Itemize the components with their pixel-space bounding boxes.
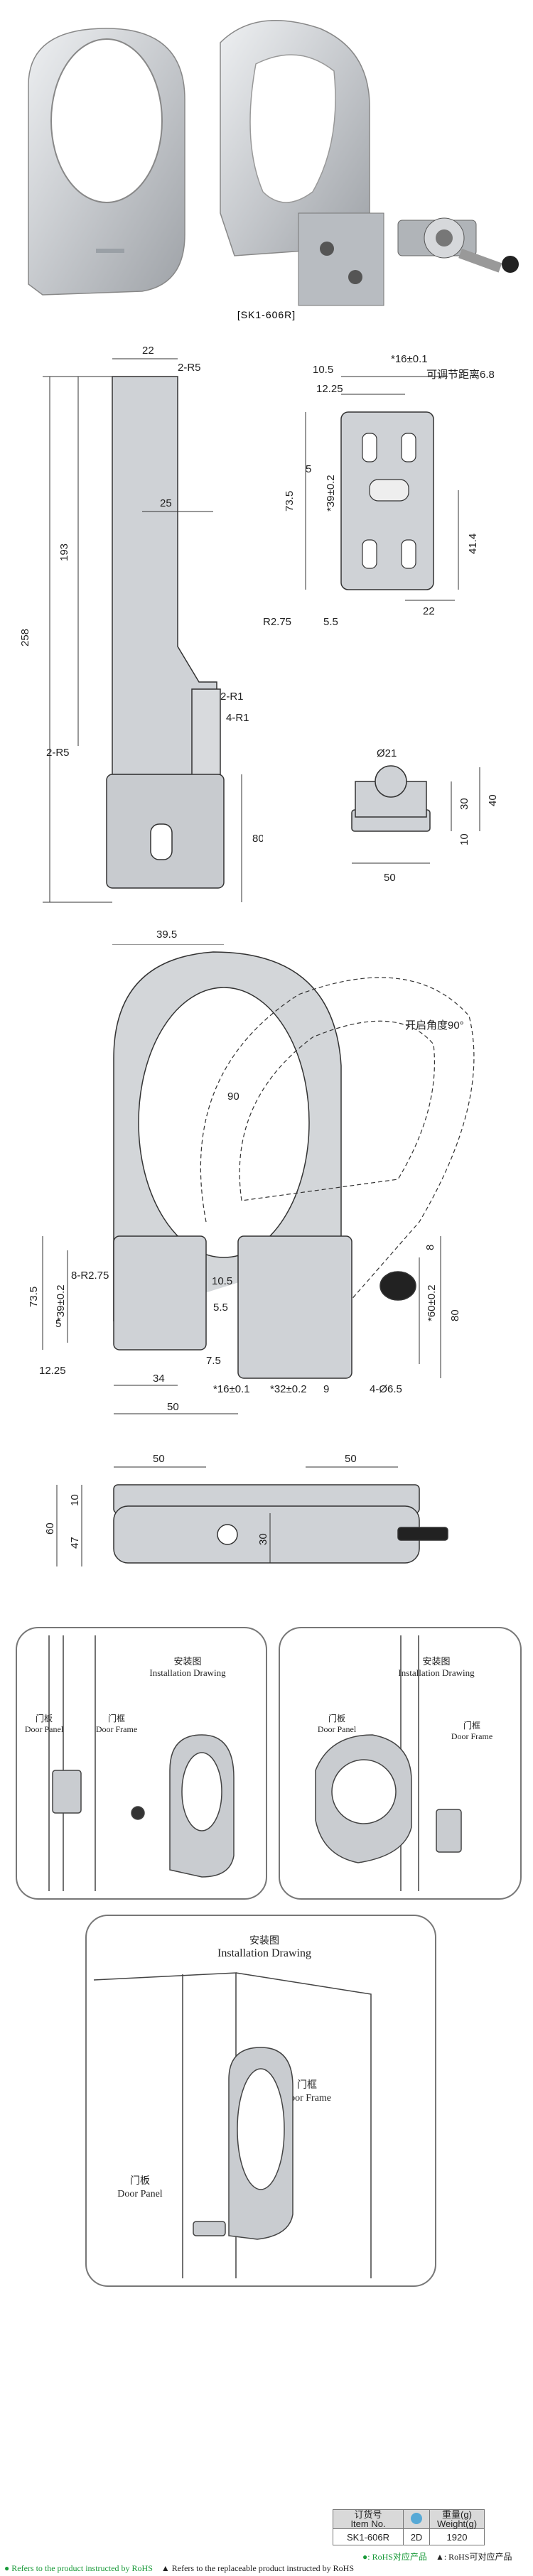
bottom-view-drawing: 50 50 10 60 47 30	[44, 1453, 448, 1566]
side-dim-8: 80	[252, 833, 263, 845]
rot-dim-10: 50	[167, 1401, 179, 1413]
rot-dim-17: 80	[449, 1309, 461, 1321]
rohs-replaceable-note: ▲ Refers to the replaceable product inst…	[161, 2563, 355, 2573]
mount-dim-4: 5	[306, 463, 311, 475]
mount-dim-1: *16±0.1	[391, 353, 428, 365]
rot-dim-12: *32±0.2	[270, 1383, 307, 1395]
rotation-drawing: 开启角度90° 90 73.5 *39±0.2 8-R2.75 5 12.25 …	[28, 951, 475, 1414]
lock-dim-2: 40	[487, 794, 499, 806]
lock-dim-4: 50	[384, 872, 396, 884]
install3-title-en: Installation Drawing	[217, 1947, 311, 1959]
bottom-dim-5: 30	[257, 1533, 269, 1545]
bottom-dim-1: 50	[345, 1453, 357, 1465]
side-dim-6: 4-R1	[226, 712, 249, 724]
rohs-note: ● Refers to the product instructed by Ro…	[4, 2563, 153, 2573]
install2-title-cn: 安装图	[422, 1656, 451, 1667]
mount-dim-10: 22	[423, 605, 435, 617]
rot-dim-2: *39±0.2	[55, 1284, 67, 1321]
install-title-en: Installation Drawing	[149, 1667, 226, 1678]
exploded-illustration	[48, 1635, 235, 1891]
item-number-cell: SK1-606R	[333, 2528, 404, 2545]
product-photos: [SK1-606R]	[28, 20, 519, 320]
col-weight-header: 重量(g)Weight(g)	[429, 2509, 485, 2529]
rot-dim-14: 4-Ø6.5	[370, 1383, 402, 1395]
install3-title-cn: 安装图	[249, 1936, 279, 1947]
mount-dim-7: 41.4	[467, 534, 479, 554]
mount-dim-8: R2.75	[263, 616, 291, 628]
lock-drawing: Ø21 30 40 10 50	[351, 747, 499, 884]
mount-dim-9: 5.5	[323, 616, 338, 628]
rohs-legend: ●: RoHS对应产品	[362, 2552, 427, 2562]
install-title-cn: 安装图	[173, 1656, 202, 1667]
side-dim-2: 25	[160, 497, 172, 509]
side-view-drawing: 22 2-R5 25 193 258 2-R1 4-R1 2-R5 80 39.…	[19, 345, 263, 945]
legend-line-2: ● Refers to the product instructed by Ro…	[4, 2563, 530, 2574]
mount-plate-drawing: 10.5 *16±0.1 可调节距离6.8 12.25 5 73.5 *39±0…	[263, 353, 495, 628]
rot-dim-15: 8	[424, 1245, 436, 1250]
legend-line-1: ●: RoHS对应产品 ▲: RoHS可对应产品	[362, 2550, 533, 2563]
install2-title-en: Installation Drawing	[398, 1667, 475, 1678]
rot-dim-0: 90	[227, 1091, 239, 1103]
side-dim-7: 2-R5	[46, 747, 70, 759]
rot-dim-6: 10.5	[212, 1275, 232, 1287]
photo-caption: [SK1-606R]	[237, 309, 296, 320]
mount-dim-2: 可调节距离6.8	[426, 369, 495, 381]
rohs-code-cell: 2D	[403, 2528, 430, 2545]
weight-cell: 1920	[429, 2528, 485, 2545]
rot-dim-8: 7.5	[206, 1355, 221, 1367]
assembled-illustration	[93, 1972, 372, 2278]
rot-angle-label: 开启角度90°	[405, 1019, 464, 1032]
rot-dim-9: 34	[153, 1373, 165, 1385]
mount-dim-0: 10.5	[313, 364, 333, 376]
rot-dim-7: 5.5	[213, 1301, 228, 1314]
rot-dim-5: 12.25	[39, 1365, 66, 1377]
mounted-illustration	[315, 1635, 462, 1891]
side-dim-3: 193	[58, 543, 70, 561]
lock-cylinder-photo	[397, 217, 519, 273]
rot-dim-13: 9	[323, 1383, 329, 1395]
bottom-dim-2: 10	[69, 1494, 81, 1506]
side-dim-4: 258	[19, 629, 31, 646]
rot-dim-11: *16±0.1	[213, 1383, 250, 1395]
rohs-icon	[403, 2509, 430, 2529]
rot-dim-3: 8-R2.75	[71, 1270, 109, 1282]
lock-dim-0: Ø21	[377, 747, 397, 759]
side-dim-1: 2-R5	[178, 362, 201, 374]
lock-dim-3: 10	[458, 833, 470, 845]
side-dim-9: 39.5	[156, 929, 177, 941]
bottom-dim-0: 50	[153, 1453, 165, 1465]
bottom-dim-3: 60	[44, 1522, 56, 1535]
side-dim-5: 2-R1	[220, 691, 244, 703]
rohs-replaceable-legend: ▲: RoHS可对应产品	[435, 2552, 512, 2562]
rot-dim-1: 73.5	[28, 1287, 40, 1307]
mount-dim-3: 12.25	[316, 383, 343, 395]
bottom-dim-4: 47	[69, 1537, 81, 1549]
side-dim-0: 22	[142, 345, 154, 357]
handle-side-photo	[220, 20, 384, 306]
rot-dim-4: 5	[55, 1318, 61, 1330]
mount-dim-6: *39±0.2	[325, 475, 337, 512]
rot-dim-16: *60±0.2	[426, 1284, 438, 1321]
handle-front-photo	[28, 28, 185, 296]
lock-dim-1: 30	[458, 798, 470, 810]
mount-dim-5: 73.5	[284, 491, 296, 512]
